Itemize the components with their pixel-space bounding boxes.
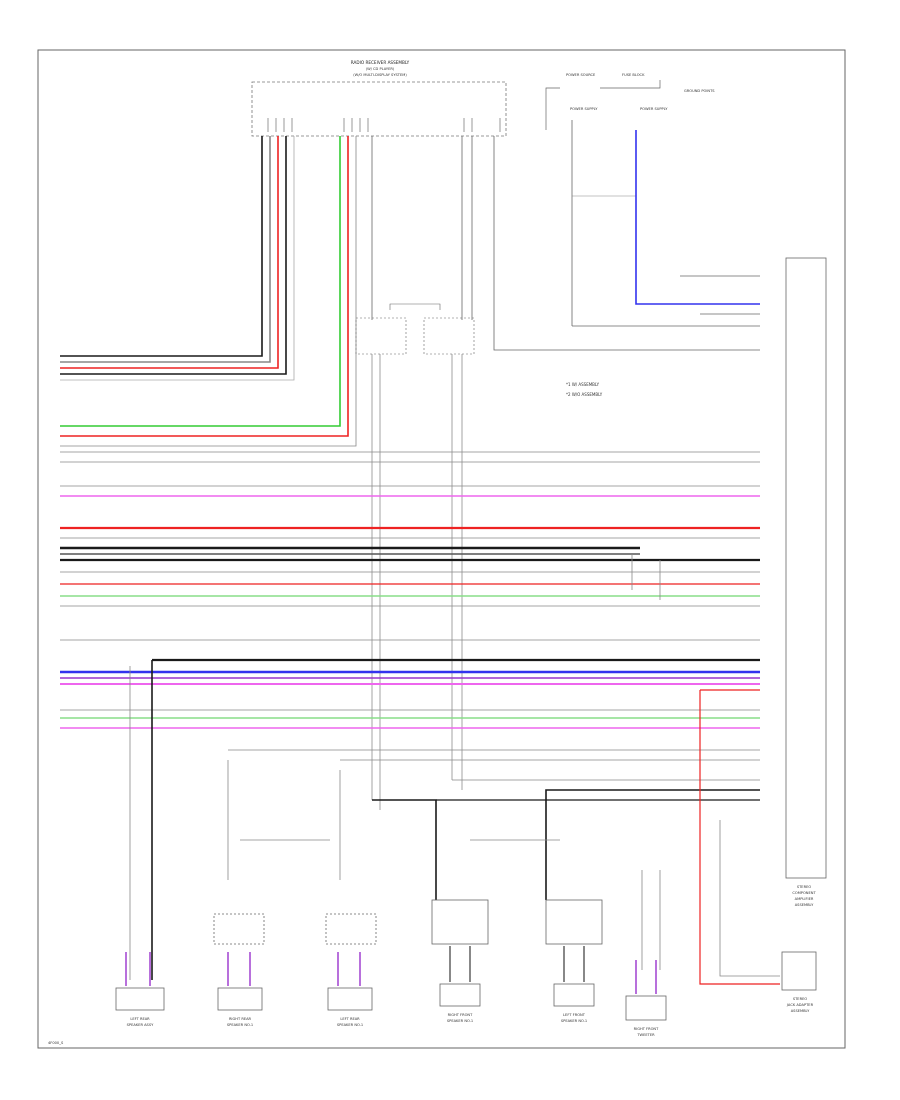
stereo-jack-adapter: STEREO JACK ADAPTER ASSEMBLY bbox=[781, 951, 817, 1013]
jack-line-1: STEREO bbox=[793, 997, 808, 1001]
speaker-left-front: LEFT FRONT SPEAKER NO.1 bbox=[545, 899, 603, 1023]
left-front-sub: SPEAKER NO.1 bbox=[561, 1019, 587, 1023]
radio-title-line-1: RADIO RECEIVER ASSEMBLY bbox=[351, 60, 410, 65]
page-id: 4F000_S bbox=[48, 1041, 64, 1045]
left-rear-no1-sub: SPEAKER NO.1 bbox=[337, 1023, 363, 1027]
speaker-left-rear: LEFT REAR SPEAKER ASSY bbox=[115, 987, 165, 1027]
fuse-label-a: POWER SOURCE bbox=[566, 73, 596, 77]
amp-line-3: AMPLIFIER bbox=[795, 897, 814, 901]
radio-down-wires bbox=[60, 136, 760, 447]
jack-line-3: ASSEMBLY bbox=[791, 1009, 810, 1013]
left-rear-sub: SPEAKER ASSY bbox=[127, 1023, 154, 1027]
tweeter-name: RIGHT FRONT bbox=[634, 1027, 659, 1031]
amp-line-2: COMPONENT bbox=[792, 891, 816, 895]
junction-connectors bbox=[355, 303, 475, 810]
amp-line-4: ASSEMBLY bbox=[795, 903, 814, 907]
legend-line-1: *1 W/ ASSEMBLY bbox=[566, 382, 600, 387]
right-front-sub: SPEAKER NO.1 bbox=[447, 1019, 473, 1023]
speaker-right-rear: RIGHT REAR SPEAKER NO.1 bbox=[213, 913, 265, 1027]
left-rear-name: LEFT REAR bbox=[130, 1017, 150, 1021]
radio-title-line-2: (W/ CD PLAYER) bbox=[366, 67, 395, 71]
amp-line-1: STEREO bbox=[797, 885, 812, 889]
radio-connector-pins bbox=[267, 118, 501, 132]
stereo-amplifier: STEREO COMPONENT AMPLIFIER ASSEMBLY bbox=[785, 257, 827, 907]
power-source-area: POWER SOURCE FUSE BLOCK GROUND POINTS PO… bbox=[545, 73, 760, 327]
legend-line-2: *2 W/O ASSEMBLY bbox=[566, 392, 603, 397]
ground-label: GROUND POINTS bbox=[684, 89, 715, 93]
left-front-name: LEFT FRONT bbox=[563, 1013, 586, 1017]
right-front-name: RIGHT FRONT bbox=[448, 1013, 473, 1017]
right-rear-name: RIGHT REAR bbox=[229, 1017, 252, 1021]
speaker-left-rear-no1: LEFT REAR SPEAKER NO.1 bbox=[325, 913, 377, 1027]
fuse-label-b: FUSE BLOCK bbox=[622, 73, 645, 77]
relay-label-b: POWER SUPPLY bbox=[640, 107, 668, 111]
tweeter-right-front: RIGHT FRONT TWEETER bbox=[625, 995, 667, 1037]
right-rear-sub: SPEAKER NO.1 bbox=[227, 1023, 253, 1027]
speaker-right-front: RIGHT FRONT SPEAKER NO.1 bbox=[431, 899, 489, 1023]
speaker-feed-wires bbox=[129, 660, 780, 985]
legend: *1 W/ ASSEMBLY *2 W/O ASSEMBLY bbox=[566, 382, 603, 397]
jack-line-2: JACK ADAPTER bbox=[786, 1003, 814, 1007]
radio-title-line-3: (W/O MULTI-DISPLAY SYSTEM) bbox=[353, 73, 407, 77]
relay-label-a: POWER SUPPLY bbox=[570, 107, 598, 111]
horizontal-bus-wires bbox=[60, 451, 760, 729]
left-rear-no1-name: LEFT REAR bbox=[340, 1017, 360, 1021]
connector-stubs bbox=[125, 946, 657, 994]
tweeter-sub: TWEETER bbox=[636, 1033, 655, 1037]
radio-receiver-assembly: RADIO RECEIVER ASSEMBLY (W/ CD PLAYER) (… bbox=[251, 60, 507, 137]
page-frame bbox=[37, 49, 846, 1049]
